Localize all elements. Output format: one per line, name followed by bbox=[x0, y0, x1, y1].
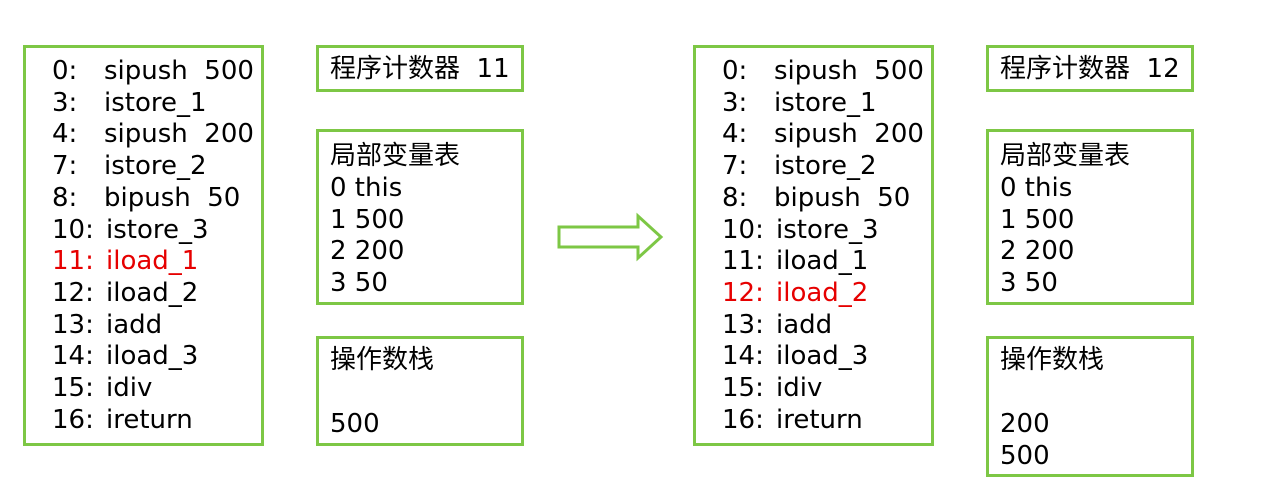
left-locals-title: 局部变量表 bbox=[330, 141, 461, 171]
bytecode-offset: 8: bbox=[52, 182, 78, 213]
bytecode-instruction: istore_3 bbox=[776, 214, 879, 245]
bytecode-offset: 3: bbox=[722, 87, 748, 118]
left-stack-title: 操作数栈 bbox=[330, 345, 435, 375]
right-bytecode-box: 0: sipush 500 3: istore_1 4: sipush 200 7: isto… bbox=[693, 45, 934, 446]
right-bytecode-line: 11: iload_1 bbox=[722, 245, 868, 277]
right-bytecode-line: 12: iload_2 bbox=[722, 277, 868, 309]
right-local-3: 3 50 bbox=[1000, 268, 1058, 298]
bytecode-instruction: iload_1 bbox=[106, 246, 199, 277]
bytecode-instruction: sipush 200 bbox=[104, 119, 254, 150]
right-bytecode-line: 3: istore_1 bbox=[722, 87, 877, 119]
right-bytecode-line: 7: istore_2 bbox=[722, 150, 877, 182]
bytecode-offset: 15: bbox=[722, 373, 764, 403]
right-stack-item-0: 200 bbox=[1000, 409, 1050, 439]
right-bytecode-line: 13: iadd bbox=[722, 309, 832, 341]
bytecode-instruction: iload_3 bbox=[106, 341, 199, 372]
bytecode-instruction: bipush 50 bbox=[104, 182, 241, 213]
bytecode-instruction: sipush 200 bbox=[774, 119, 924, 150]
bytecode-offset: 4: bbox=[52, 119, 78, 150]
bytecode-offset: 8: bbox=[722, 182, 748, 213]
bytecode-offset: 0: bbox=[722, 56, 748, 86]
right-local-0: 0 this bbox=[1000, 173, 1073, 203]
bytecode-offset: 13: bbox=[722, 309, 764, 340]
right-bytecode-line: 14: iload_3 bbox=[722, 340, 868, 372]
right-local-2: 2 200 bbox=[1000, 236, 1075, 266]
right-bytecode-line: 16: ireturn bbox=[722, 404, 863, 436]
bytecode-instruction: iload_1 bbox=[776, 246, 869, 277]
right-locals-box: 局部变量表 0 this 1 500 2 200 3 50 bbox=[986, 129, 1194, 305]
right-bytecode-line: 0: sipush 500 bbox=[722, 55, 924, 87]
left-bytecode-line: 8: bipush 50 bbox=[52, 182, 240, 214]
bytecode-offset: 11: bbox=[52, 246, 94, 277]
left-bytecode-line: 10: istore_3 bbox=[52, 214, 209, 246]
left-locals-box: 局部变量表 0 this 1 500 2 200 3 50 bbox=[316, 129, 524, 305]
left-local-1: 1 500 bbox=[330, 205, 405, 235]
right-bytecode-line: 8: bipush 50 bbox=[722, 182, 910, 214]
bytecode-offset: 10: bbox=[722, 214, 764, 245]
left-bytecode-line: 3: istore_1 bbox=[52, 87, 207, 119]
bytecode-offset: 15: bbox=[52, 373, 94, 403]
bytecode-offset: 13: bbox=[52, 309, 94, 340]
bytecode-offset: 14: bbox=[52, 341, 94, 372]
bytecode-instruction: istore_2 bbox=[104, 151, 207, 182]
right-pc-box: 程序计数器 12 bbox=[986, 45, 1194, 92]
bytecode-instruction: sipush 500 bbox=[774, 56, 924, 86]
bytecode-instruction: ireturn bbox=[776, 404, 863, 435]
right-stack-box: 操作数栈 200 500 bbox=[986, 336, 1194, 477]
left-bytecode-line: 14: iload_3 bbox=[52, 340, 198, 372]
bytecode-instruction: bipush 50 bbox=[774, 182, 911, 213]
bytecode-instruction: iload_2 bbox=[776, 277, 869, 308]
left-pc-label: 程序计数器 11 bbox=[330, 54, 510, 84]
left-pc-box: 程序计数器 11 bbox=[316, 45, 524, 92]
bytecode-instruction: istore_3 bbox=[106, 214, 209, 245]
right-pc-label: 程序计数器 12 bbox=[1000, 54, 1180, 84]
bytecode-instruction: idiv bbox=[106, 373, 153, 403]
left-bytecode-line: 11: iload_1 bbox=[52, 245, 198, 277]
bytecode-offset: 12: bbox=[52, 277, 94, 308]
left-local-2: 2 200 bbox=[330, 236, 405, 266]
right-bytecode-line: 10: istore_3 bbox=[722, 214, 879, 246]
bytecode-instruction: idiv bbox=[776, 373, 823, 403]
bytecode-offset: 16: bbox=[722, 404, 764, 435]
right-local-1: 1 500 bbox=[1000, 205, 1075, 235]
left-bytecode-line: 0: sipush 500 bbox=[52, 55, 254, 87]
right-stack-title: 操作数栈 bbox=[1000, 345, 1105, 375]
bytecode-offset: 10: bbox=[52, 214, 94, 245]
bytecode-offset: 11: bbox=[722, 246, 764, 277]
bytecode-instruction: iadd bbox=[106, 309, 163, 340]
left-bytecode-line: 4: sipush 200 bbox=[52, 118, 254, 150]
right-arrow-icon bbox=[557, 212, 664, 262]
left-bytecode-line: 12: iload_2 bbox=[52, 277, 198, 309]
bytecode-offset: 3: bbox=[52, 87, 78, 118]
bytecode-offset: 0: bbox=[52, 56, 78, 86]
bytecode-instruction: istore_1 bbox=[774, 87, 877, 118]
left-local-0: 0 this bbox=[330, 173, 403, 203]
bytecode-instruction: iload_3 bbox=[776, 341, 869, 372]
bytecode-offset: 16: bbox=[52, 404, 94, 435]
right-stack-item-1: 500 bbox=[1000, 441, 1050, 471]
left-bytecode-line: 13: iadd bbox=[52, 309, 162, 341]
bytecode-instruction: sipush 500 bbox=[104, 56, 254, 86]
left-bytecode-line: 15: idiv bbox=[52, 372, 152, 404]
bytecode-instruction: istore_1 bbox=[104, 87, 207, 118]
bytecode-instruction: ireturn bbox=[106, 404, 193, 435]
bytecode-offset: 12: bbox=[722, 277, 764, 308]
bytecode-offset: 7: bbox=[52, 151, 78, 182]
left-stack-box: 操作数栈 500 bbox=[316, 336, 524, 446]
bytecode-instruction: iadd bbox=[776, 309, 833, 340]
left-bytecode-line: 16: ireturn bbox=[52, 404, 193, 436]
right-bytecode-line: 15: idiv bbox=[722, 372, 822, 404]
right-locals-title: 局部变量表 bbox=[1000, 141, 1131, 171]
bytecode-offset: 7: bbox=[722, 151, 748, 182]
left-bytecode-box: 0: sipush 500 3: istore_1 4: sipush 200 7: isto… bbox=[23, 45, 264, 446]
bytecode-offset: 4: bbox=[722, 119, 748, 150]
bytecode-offset: 14: bbox=[722, 341, 764, 372]
right-bytecode-line: 4: sipush 200 bbox=[722, 118, 924, 150]
left-local-3: 3 50 bbox=[330, 268, 388, 298]
left-stack-item-0: 500 bbox=[330, 409, 380, 439]
bytecode-instruction: iload_2 bbox=[106, 277, 199, 308]
left-bytecode-line: 7: istore_2 bbox=[52, 150, 207, 182]
bytecode-instruction: istore_2 bbox=[774, 151, 877, 182]
